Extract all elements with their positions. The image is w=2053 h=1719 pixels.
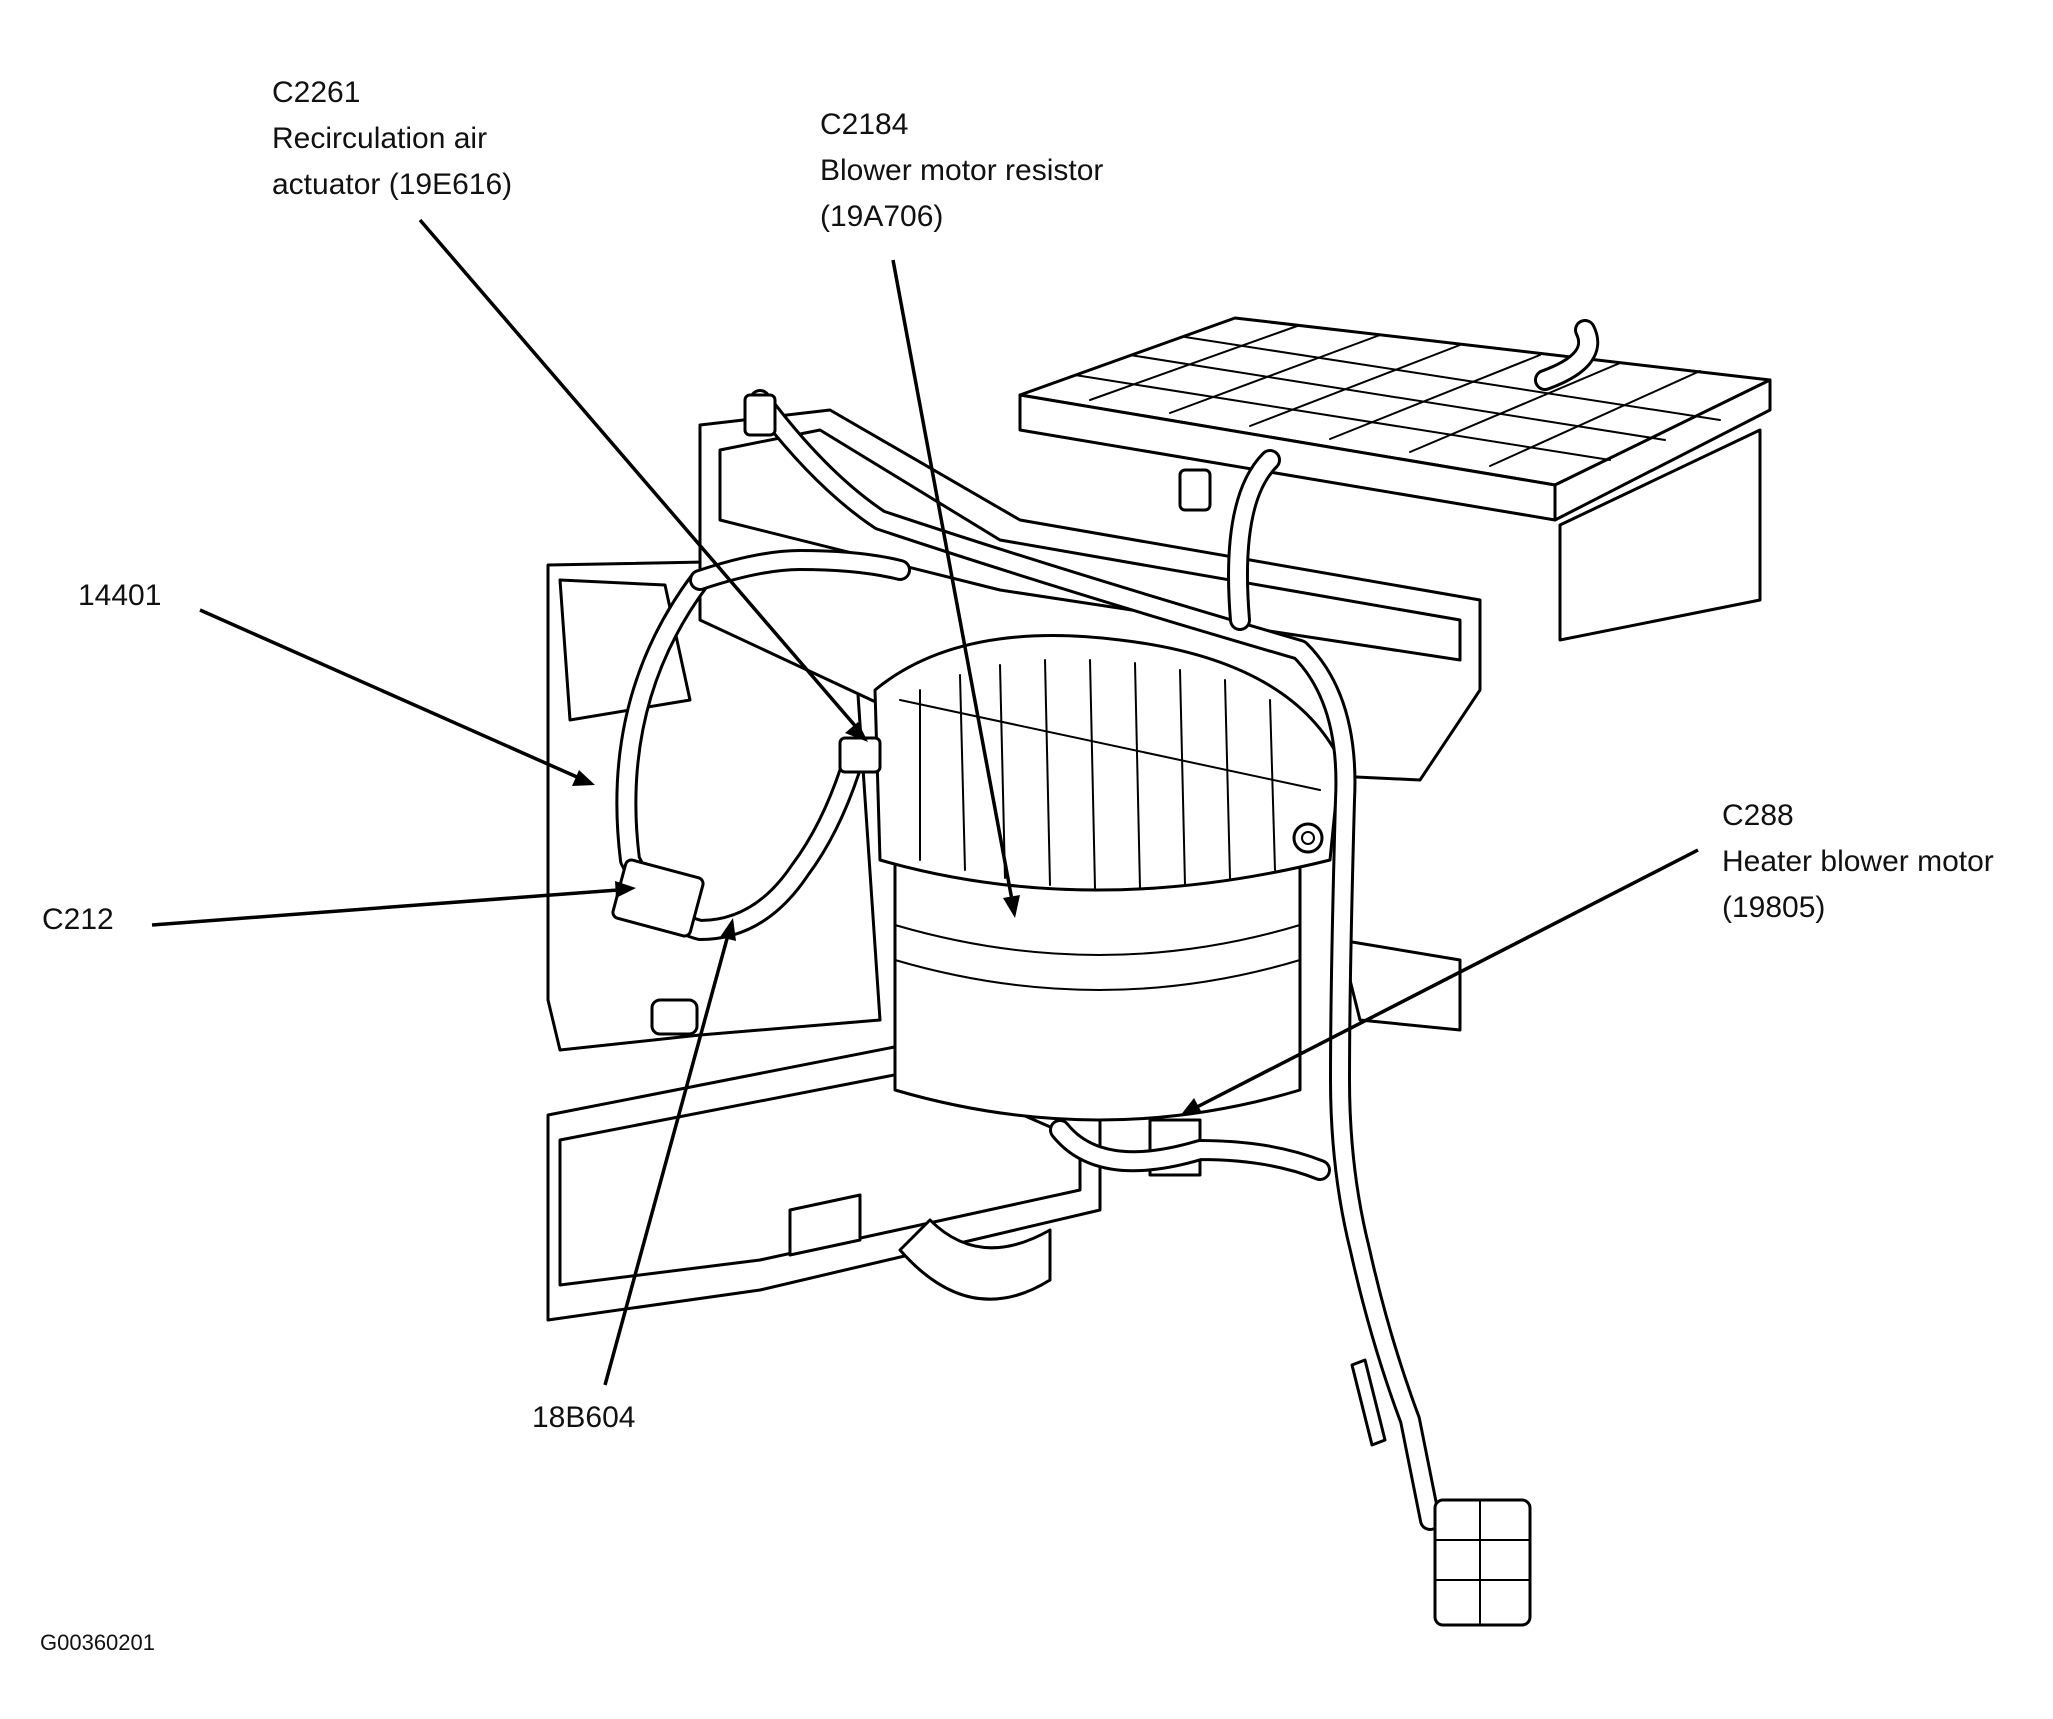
callout-c212: C212 (42, 897, 114, 943)
callout-c212-code: C212 (42, 903, 114, 936)
callout-c2261: C2261 Recirculation air actuator (19E616… (272, 70, 512, 208)
hvac-lower-duct (546, 1038, 1102, 1322)
callout-c2184-line1: Blower motor resistor (820, 154, 1104, 187)
callout-c2261-code: C2261 (272, 76, 361, 109)
callout-c2261-line1: Recirculation air (272, 122, 488, 155)
callout-14401: 14401 (78, 573, 161, 619)
callout-c2184: C2184 Blower motor resistor (19A706) (820, 102, 1103, 240)
wiring-harness (615, 319, 1600, 1531)
callout-c288: C288 Heater blower motor (19805) (1722, 793, 1994, 931)
hvac-housing-left (546, 558, 882, 1052)
connectors (611, 393, 1532, 1627)
callout-c288-line2: (19805) (1722, 891, 1826, 924)
callout-14401-code: 14401 (78, 579, 162, 612)
callout-c2261-line2: actuator (19E616) (272, 168, 513, 201)
callout-c288-line1: Heater blower motor (1722, 845, 1994, 878)
figure-id: G00360201 (40, 1630, 155, 1655)
callout-c2184-line2: (19A706) (820, 200, 944, 233)
callout-18b604-code: 18B604 (532, 1401, 636, 1434)
callout-c288-code: C288 (1722, 799, 1794, 832)
callout-18b604: 18B604 (532, 1395, 635, 1441)
callout-c2184-code: C2184 (820, 108, 909, 141)
callout-leaders (151, 218, 1699, 1386)
blower-motor-housing (873, 634, 1462, 1177)
